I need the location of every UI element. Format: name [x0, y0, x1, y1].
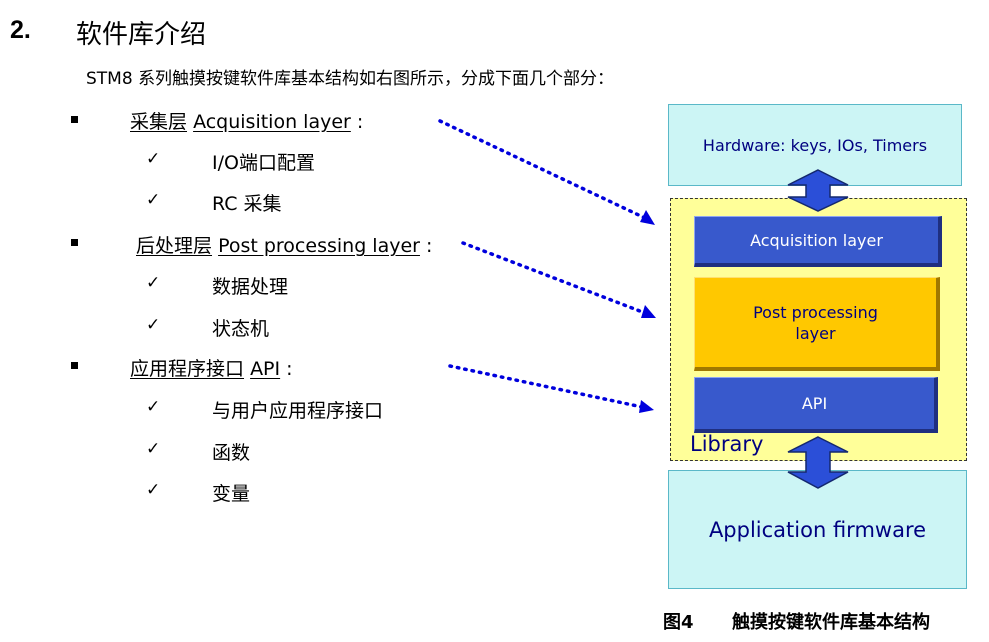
sub-item: 变量: [212, 483, 251, 505]
item-en-label: Acquisition layer: [193, 111, 351, 133]
check-icon: ✓: [146, 480, 161, 500]
library-label: Library: [690, 432, 764, 456]
bullet-square: [71, 116, 78, 123]
bullet-square: [71, 239, 78, 246]
item-suffix: :: [280, 358, 293, 380]
figure-caption: 触摸按键软件库基本结构: [732, 612, 930, 633]
sub-item: 函数: [212, 442, 251, 464]
item-suffix: :: [419, 235, 433, 257]
item-cn-label: 后处理层: [136, 235, 213, 257]
sub-item: 数据处理: [212, 276, 289, 298]
sub-item: 状态机: [212, 318, 270, 340]
double-arrow-upper: [787, 169, 849, 212]
item-cn-label: 应用程序接口: [130, 358, 245, 380]
application-firmware-box: Application firmware: [668, 470, 967, 589]
list-item-acquisition: 采集层 Acquisition layer :: [130, 107, 363, 134]
item-suffix: :: [350, 111, 364, 133]
dotted-arrow-acquisition: [438, 119, 655, 225]
bullet-square: [71, 362, 78, 369]
sub-item: 与用户应用程序接口: [212, 400, 384, 422]
check-icon: ✓: [146, 149, 161, 169]
dotted-arrow-api: [448, 364, 654, 413]
check-icon: ✓: [146, 273, 161, 293]
list-item-api: 应用程序接口 API :: [130, 354, 293, 381]
acquisition-layer-box: Acquisition layer: [694, 216, 942, 267]
check-icon: ✓: [146, 439, 161, 459]
check-icon: ✓: [146, 397, 161, 417]
list-item-post-processing: 后处理层 Post processing layer :: [130, 231, 432, 258]
item-en-label: API: [250, 358, 281, 380]
intro-text: STM8 系列触摸按键软件库基本结构如右图所示，分成下面几个部分：: [86, 69, 615, 89]
item-cn-label: 采集层: [130, 111, 188, 133]
section-title: 软件库介绍: [76, 20, 207, 50]
section-number: 2.: [10, 16, 31, 44]
dotted-arrow-post-processing: [461, 241, 656, 318]
sub-item: RC 采集: [212, 193, 282, 215]
check-icon: ✓: [146, 190, 161, 210]
post-processing-label: Post processing layer: [753, 302, 878, 343]
figure-number: 图4: [663, 612, 694, 633]
api-layer-box: API: [694, 377, 938, 433]
double-arrow-lower: [787, 436, 849, 489]
item-en-label: Post processing layer: [218, 235, 420, 257]
post-processing-layer-box: Post processing layer: [694, 277, 940, 371]
sub-item: I/O端口配置: [212, 152, 315, 174]
check-icon: ✓: [146, 315, 161, 335]
